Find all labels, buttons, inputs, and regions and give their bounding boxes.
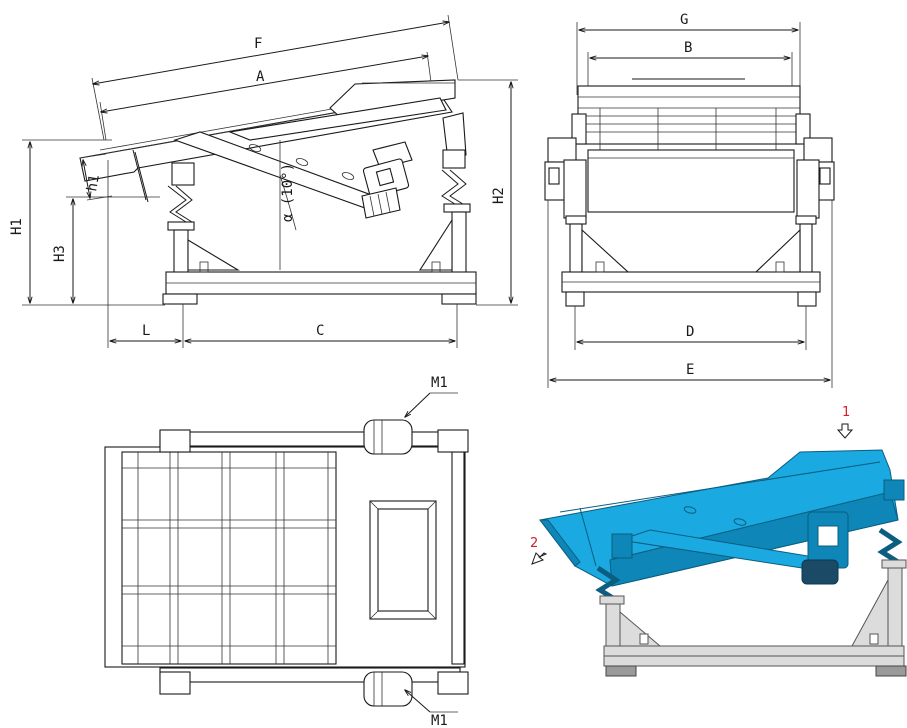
screen-deck bbox=[79, 79, 467, 209]
label-h1: h1 bbox=[84, 173, 103, 192]
vibration-motor-left-front bbox=[544, 137, 587, 219]
callout-M1-bottom: M1 bbox=[405, 690, 458, 728]
top-view: M1 M1 bbox=[104, 375, 469, 728]
support-frame-front bbox=[561, 215, 821, 307]
label-G: G bbox=[680, 12, 688, 28]
down-arrow-icon bbox=[836, 423, 854, 439]
dim-h1: h1 bbox=[79, 153, 113, 201]
callout-M1-top: M1 bbox=[405, 375, 458, 417]
spring-right-side bbox=[441, 169, 467, 207]
label-B: B bbox=[684, 40, 692, 56]
springs-iso bbox=[595, 479, 905, 603]
dim-G: G bbox=[576, 12, 801, 95]
support-frame-side bbox=[162, 203, 477, 305]
label-H1: H1 bbox=[9, 218, 25, 235]
dim-H1: H1 bbox=[9, 139, 165, 306]
label-D: D bbox=[686, 324, 694, 340]
label-M1-top: M1 bbox=[431, 375, 448, 391]
label-E: E bbox=[686, 362, 694, 378]
inlet-marker: 1 bbox=[836, 405, 854, 439]
angle-alpha: α (10°) bbox=[279, 140, 297, 270]
vibration-motor-top-lower bbox=[363, 671, 413, 707]
feed-box-top bbox=[369, 451, 465, 665]
label-L: L bbox=[142, 323, 150, 339]
iso-view: 1 2 bbox=[530, 405, 907, 677]
label-outlet: 2 bbox=[530, 536, 538, 551]
label-M1-bottom: M1 bbox=[431, 713, 448, 728]
label-H2: H2 bbox=[491, 187, 507, 204]
dim-H3: H3 bbox=[52, 196, 160, 303]
vibration-motor-right-front bbox=[796, 137, 835, 219]
vibration-motor-iso bbox=[801, 511, 849, 585]
screen-deck-front bbox=[571, 78, 811, 213]
dim-E: E bbox=[547, 200, 833, 388]
label-C: C bbox=[316, 323, 324, 339]
dim-L: L bbox=[107, 160, 184, 348]
diagonal-arrow-icon bbox=[531, 552, 548, 565]
dim-H2: H2 bbox=[458, 79, 518, 306]
vibration-motor-top-upper bbox=[363, 419, 413, 455]
label-F: F bbox=[254, 36, 262, 52]
dim-C: C bbox=[185, 304, 458, 348]
label-H3: H3 bbox=[52, 245, 68, 262]
front-view: G B bbox=[544, 12, 835, 388]
label-alpha: α (10°) bbox=[280, 163, 296, 222]
label-A: A bbox=[256, 69, 265, 85]
dim-D: D bbox=[574, 306, 807, 350]
label-inlet: 1 bbox=[842, 405, 850, 420]
spring-left-side bbox=[167, 185, 193, 223]
vibration-motor-side bbox=[361, 141, 413, 219]
dim-A: A bbox=[99, 51, 432, 141]
support-frame-iso bbox=[599, 559, 907, 677]
side-view: F A bbox=[9, 14, 518, 348]
outlet-marker: 2 bbox=[530, 536, 548, 565]
